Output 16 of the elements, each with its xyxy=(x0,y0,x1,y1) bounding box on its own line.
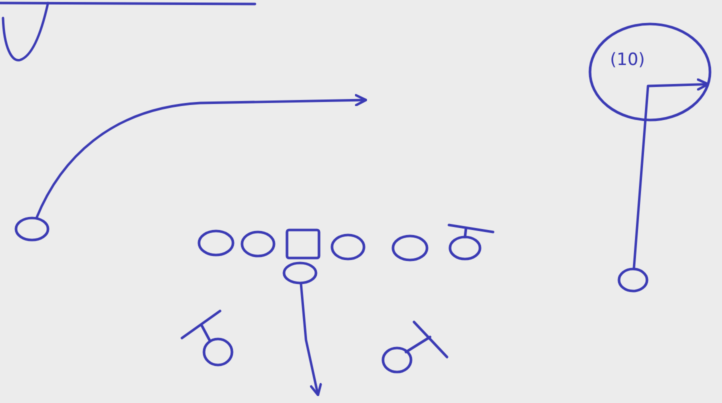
player-circle-marker xyxy=(202,337,234,367)
player-circle-marker xyxy=(617,267,649,293)
center-square-marker xyxy=(285,228,321,260)
player-circle-marker xyxy=(14,216,50,242)
route-arrow xyxy=(300,282,322,396)
player-circle-marker xyxy=(381,346,413,374)
note-text: (10) xyxy=(610,50,645,70)
player-circle-marker xyxy=(391,234,429,262)
route-arrow xyxy=(35,94,368,219)
player-circle-marker xyxy=(282,261,318,285)
player-circle-marker xyxy=(240,230,276,258)
player-circle-marker xyxy=(330,233,366,261)
route-arrow xyxy=(632,78,710,270)
player-circle-marker xyxy=(448,235,482,261)
player-circle-marker xyxy=(197,229,235,257)
circled-note xyxy=(588,22,712,122)
